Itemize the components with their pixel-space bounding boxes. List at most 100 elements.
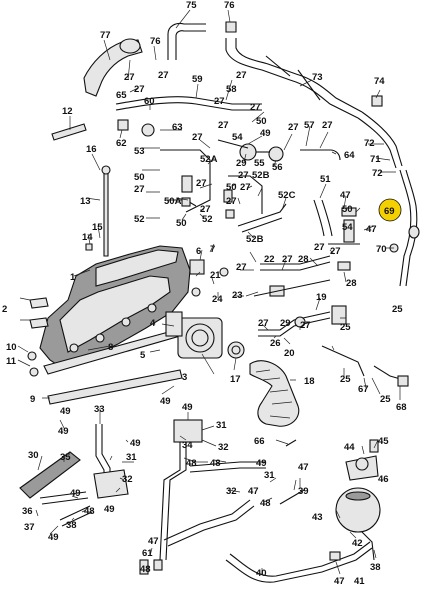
label-47b: 47 [366,224,377,235]
label-72b: 72 [372,168,383,179]
label-5: 5 [140,350,146,361]
label-60: 60 [144,96,155,107]
label-24: 24 [212,294,223,305]
label-39: 39 [298,486,309,497]
label-52b: 52B [252,170,270,181]
corrugated-hose-18 [249,360,300,427]
label-50a: 50 [256,116,267,127]
label-27e: 27 [250,102,261,113]
label-66: 66 [254,436,265,447]
label-72a: 72 [364,138,375,149]
label-42: 42 [352,538,363,549]
label-16: 16 [86,144,97,155]
label-32c: 32 [226,486,237,497]
label-3: 3 [182,372,187,383]
label-50d2: 50 [176,218,187,229]
label-13: 13 [80,196,91,207]
label-27p2: 27 [300,320,311,331]
label-62: 62 [116,138,127,149]
vacuum-valve-31 [173,419,203,443]
label-74: 74 [374,76,385,87]
label-27n: 27 [314,242,325,253]
label-54b: 54 [342,222,353,233]
label-22: 22 [264,254,275,265]
highlight-callout-69: 69 [378,198,402,222]
label-27n2: 27 [330,246,341,257]
label-7: 7 [210,244,215,255]
label-27j: 27 [196,178,207,189]
label-56: 56 [272,162,283,173]
label-32a: 32 [218,442,229,453]
label-27p: 27 [258,318,269,329]
label-48c: 48 [260,498,271,509]
label-77: 77 [100,30,111,41]
label-30: 30 [28,450,39,461]
label-43: 43 [312,512,323,523]
vacuum-line-52 [160,149,211,213]
label-25a: 25 [392,304,403,315]
label-35: 35 [60,452,71,463]
label-18: 18 [304,376,315,387]
label-52c: 52C [278,190,296,201]
label-47a: 47 [340,190,351,201]
label-27i: 27 [192,132,203,143]
label-47c: 47 [298,462,309,473]
label-68: 68 [396,402,407,413]
label-27d: 27 [214,96,225,107]
label-33: 33 [94,404,105,415]
label-47e: 47 [148,536,159,547]
label-47f: 47 [334,576,345,587]
valve-74 [371,95,383,107]
label-29: 29 [236,158,247,169]
label-14: 14 [82,232,93,243]
label-64: 64 [344,150,355,161]
label-38b: 38 [370,562,381,573]
label-67: 67 [358,384,369,395]
label-76b: 76 [150,36,161,47]
label-63: 63 [172,122,183,133]
label-50d: 50 [342,204,353,215]
label-27j2: 27 [238,170,249,181]
air-intake-hose [83,39,143,97]
label-52d: 52 [134,214,145,225]
label-49c2: 49 [182,402,193,413]
label-65: 65 [116,90,127,101]
label-28b: 28 [346,278,357,289]
label-45: 45 [378,436,389,447]
label-49e2: 49 [256,458,267,469]
leader-lines [17,9,405,575]
label-73: 73 [312,72,323,83]
label-47d: 47 [248,486,259,497]
hose-75 [167,22,206,60]
label-27f: 27 [218,120,229,131]
label-2: 2 [2,304,7,315]
label-15: 15 [92,222,103,233]
label-25c: 25 [340,374,351,385]
clip-76 [225,21,237,33]
label-58: 58 [226,84,237,95]
label-70: 70 [376,244,387,255]
label-40: 40 [256,568,267,579]
label-48a: 48 [186,458,197,469]
label-54: 54 [232,132,243,143]
vacuum-line-40 [225,547,373,583]
label-50a2: 50A [164,196,182,207]
label-44: 44 [344,442,355,453]
label-27k: 27 [134,184,145,195]
label-8: 8 [108,342,113,353]
part-labels: 75 76 77 76 27 27 65 27 59 27 58 73 74 6… [2,0,407,587]
label-27b: 27 [158,70,169,81]
label-27o2: 27 [236,262,247,273]
label-11: 11 [6,356,17,367]
label-50c: 50 [226,182,237,193]
label-48b: 48 [84,506,95,517]
label-34: 34 [182,440,193,451]
highlight-circle [378,198,402,222]
label-76: 76 [224,0,235,11]
label-49h: 49 [48,532,59,543]
label-29b: 29 [280,318,291,329]
label-53: 53 [134,146,145,157]
label-28: 28 [298,254,309,265]
label-32b: 32 [122,474,133,485]
label-4: 4 [150,318,156,329]
